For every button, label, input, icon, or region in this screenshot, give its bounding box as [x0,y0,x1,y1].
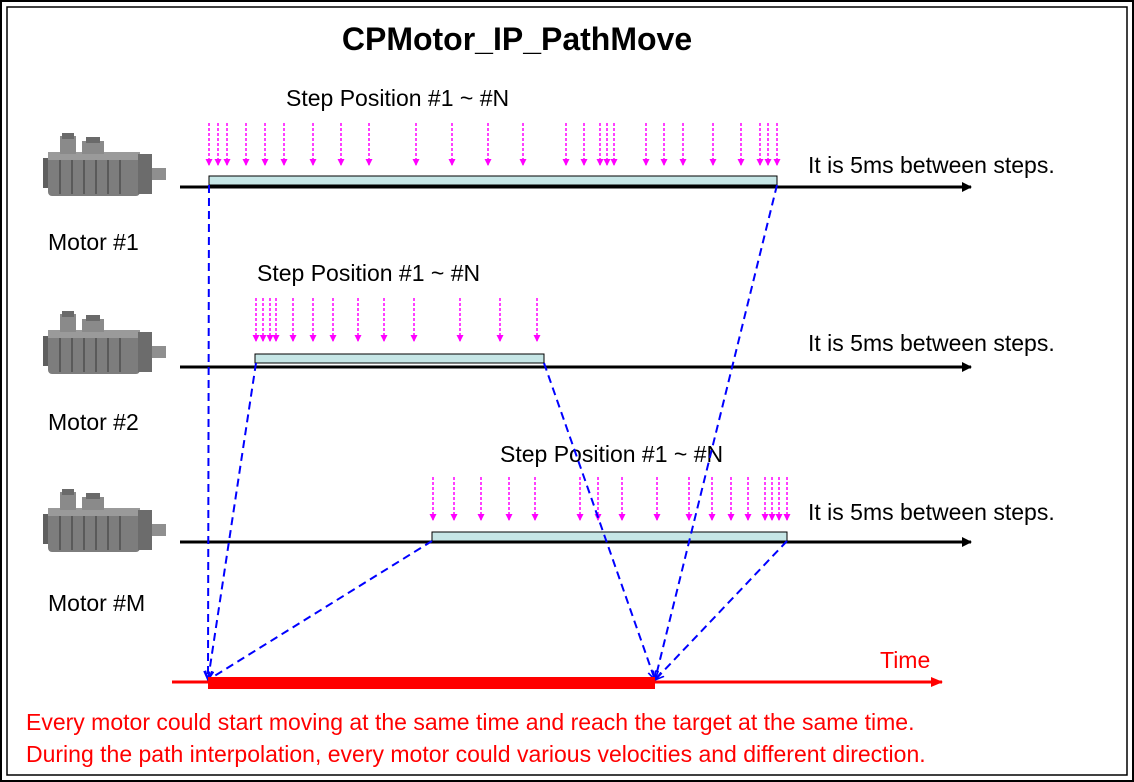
time-label: Time [880,647,930,673]
step-arrows-m [429,477,791,521]
motor-row-2: Step Position #1 ~ #N It is 5ms between … [42,260,1055,435]
motor-row-m: Step Position #1 ~ #N It is 5ms between … [42,441,1055,616]
motion-bar-2 [254,353,545,364]
step-label-m: Step Position #1 ~ #N [500,441,723,467]
move-duration-bar [208,677,655,689]
footer-note-2: During the path interpolation, every mot… [26,741,926,767]
diagram-title: CPMotor_IP_PathMove [342,21,692,57]
motion-bar-1 [208,175,778,186]
step-label-2: Step Position #1 ~ #N [257,260,480,286]
time-axis: Time [172,647,943,689]
interval-note-m: It is 5ms between steps. [808,499,1055,525]
motor-label-m: Motor #M [48,590,145,616]
motor-label-1: Motor #1 [48,229,139,255]
servo-motor-icon [42,310,167,375]
interval-note-1: It is 5ms between steps. [808,152,1055,178]
interval-note-2: It is 5ms between steps. [808,330,1055,356]
servo-motor-icon [42,132,167,197]
servo-motor-icon [42,488,167,553]
inner-frame [6,6,1128,776]
motor-label-2: Motor #2 [48,409,139,435]
step-arrows-1 [205,123,781,166]
footer-note-1: Every motor could start moving at the sa… [26,709,914,735]
step-label-1: Step Position #1 ~ #N [286,85,509,111]
motor-row-1: Step Position #1 ~ #N [42,85,1055,255]
projection-lines [208,184,788,680]
motion-bar-m [431,531,788,542]
step-arrows-2 [252,298,541,342]
